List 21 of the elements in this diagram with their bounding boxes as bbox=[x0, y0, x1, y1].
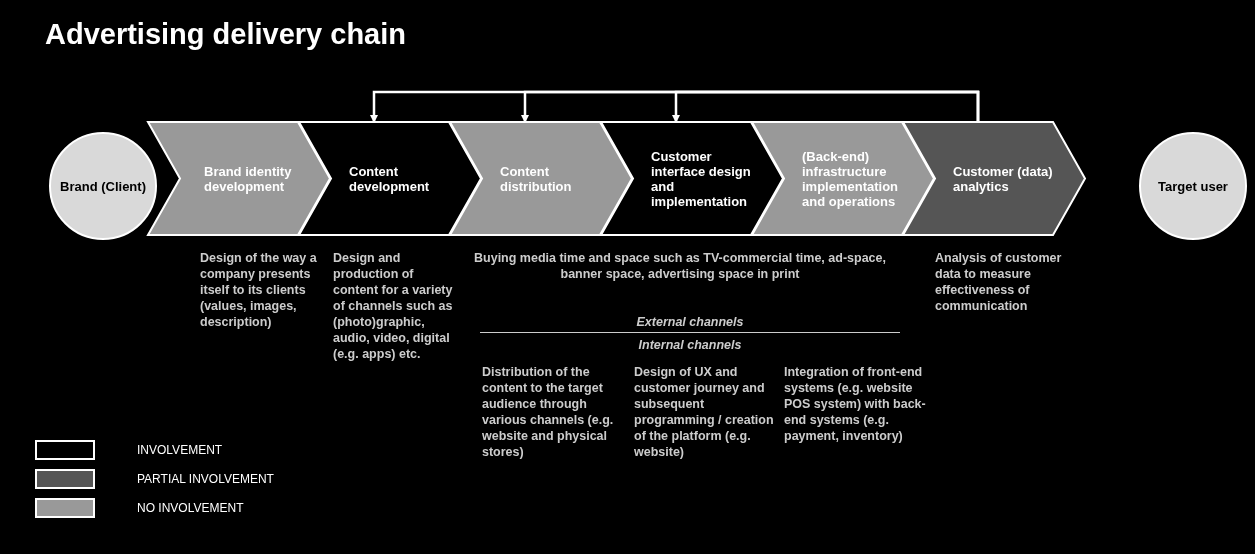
channel-heading: Internal channels bbox=[637, 337, 743, 353]
legend-text: NO INVOLVEMENT bbox=[137, 501, 244, 515]
chevron-step: Brand identity development bbox=[148, 122, 330, 235]
legend-text: INVOLVEMENT bbox=[137, 443, 223, 457]
description-text: Design and production of content for a variety of channels such as (photo)graphic, audio, video, digital (e.g. apps) etc. bbox=[333, 250, 454, 362]
description-text: Integration of front-end systems (e.g. website POS system) with back-end systems (e.g. payment, inventory) bbox=[784, 364, 927, 444]
description-text: Design of the way a company presents itself to its clients (values, images, description) bbox=[200, 250, 318, 330]
description-text: Distribution of the content to the target audience through various channels (e.g. website and physical stores) bbox=[482, 364, 615, 460]
title: Advertising delivery chain bbox=[45, 18, 406, 51]
description-text: Buying media time and space such as TV-commercial time, ad-space, banner space, advertising space in print bbox=[473, 250, 887, 282]
chevron-step: Customer interface design and implementation bbox=[601, 122, 783, 235]
description-text: Design of UX and customer journey and subsequent programming / creation of the platform (e.g. website) bbox=[634, 364, 774, 460]
channel-heading: External channels bbox=[635, 314, 745, 330]
circle-node: Brand (Client) bbox=[48, 131, 158, 241]
arrow bbox=[672, 90, 980, 123]
circle-node: Target user bbox=[1138, 131, 1248, 241]
description-text: Analysis of customer data to measure effectiveness of communication bbox=[935, 250, 1063, 314]
chevron-step: Customer (data) analytics bbox=[903, 122, 1085, 235]
legend-text: PARTIAL INVOLVEMENT bbox=[137, 472, 274, 486]
chevron-step: Content development bbox=[299, 122, 481, 235]
chevron-step: Content distribution bbox=[450, 122, 632, 235]
